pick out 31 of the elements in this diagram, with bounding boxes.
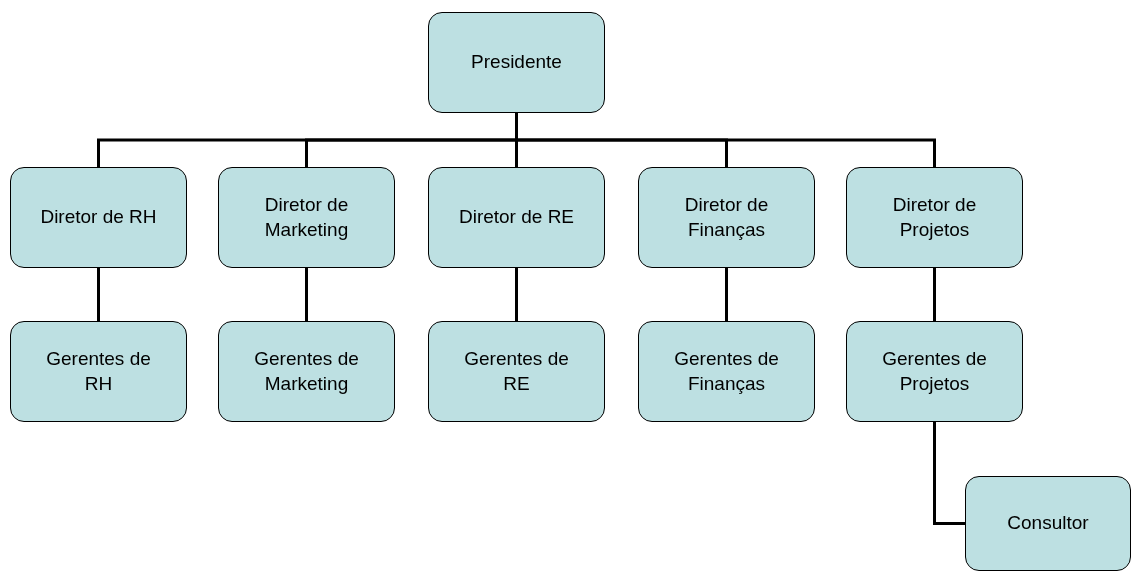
org-box [218,321,395,422]
role-label: Diretor de RH [40,205,157,230]
org-box [428,12,605,113]
connector-line [97,268,100,321]
connector-line [725,268,728,321]
role-label: Diretor de Projetos [891,192,978,242]
org-box [638,321,815,422]
org-box [846,321,1023,422]
connector-line [515,268,518,321]
org-box [10,167,187,268]
org-box [428,167,605,268]
role-label: Consultor [1007,511,1089,536]
org-box [846,167,1023,268]
role-label: Diretor de Marketing [263,192,350,242]
org-box [638,167,815,268]
role-label: Gerentes de Marketing [253,346,360,396]
org-box [218,167,395,268]
connector-line [933,422,965,525]
role-label: Gerentes de RE [463,346,570,396]
connector-line [515,113,936,167]
role-label: Diretor de Finanças [683,192,770,242]
connector-line [933,268,936,321]
role-label: Presidente [471,50,562,75]
role-label: Diretor de RE [458,205,575,230]
org-box [10,321,187,422]
org-box [428,321,605,422]
connector-line [305,268,308,321]
role-label: Gerentes de RH [45,346,152,396]
role-label: Gerentes de Projetos [881,346,988,396]
role-label: Gerentes de Finanças [673,346,780,396]
org-box [965,476,1131,571]
